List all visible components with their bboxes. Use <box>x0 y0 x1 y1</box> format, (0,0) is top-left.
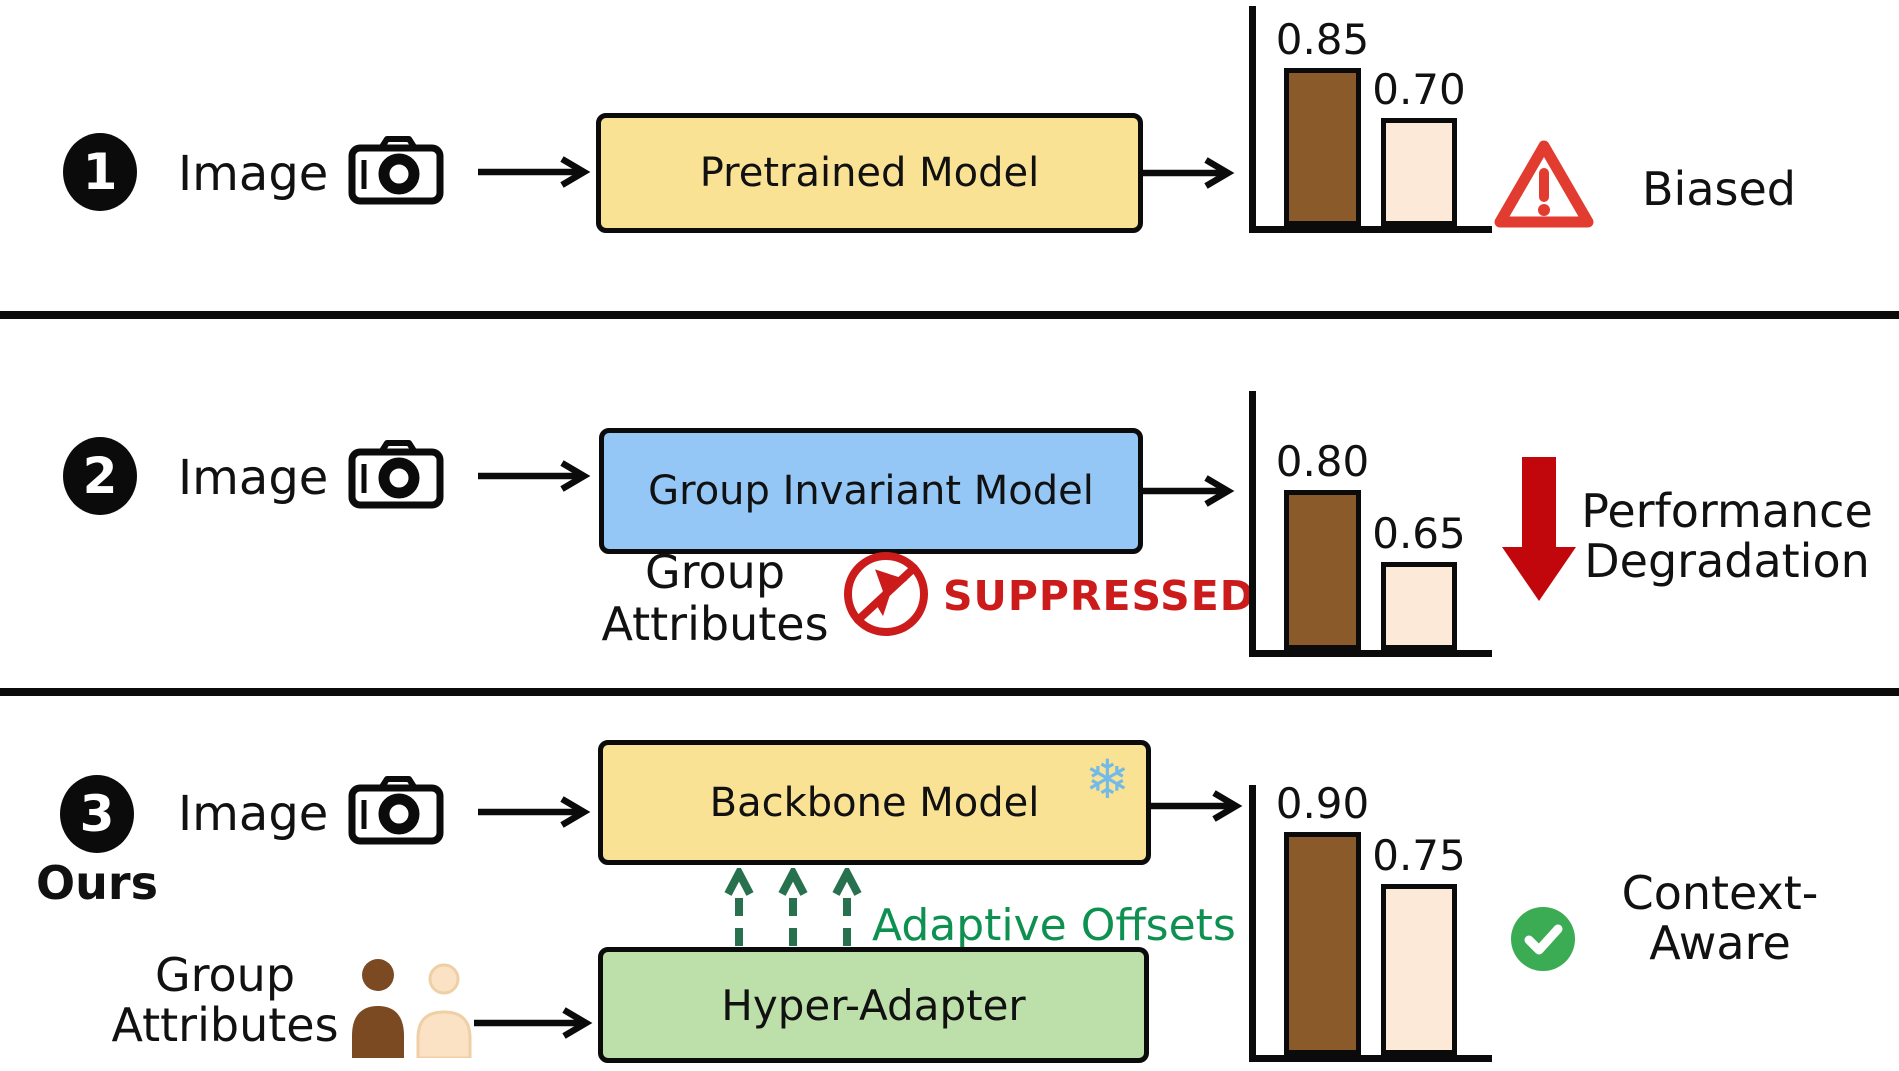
dashed-up-arrow-icon <box>832 868 862 948</box>
section-divider-1 <box>0 311 1899 319</box>
no-filter-icon <box>844 552 928 636</box>
bar-chart-1: 0.85 0.70 <box>1249 6 1492 233</box>
chart2-baseline <box>1249 650 1492 657</box>
chart1-value-dark: 0.85 <box>1275 15 1370 64</box>
hyper-adapter-label: Hyper-Adapter <box>721 980 1026 1030</box>
section-divider-2 <box>0 688 1899 696</box>
ours-label: Ours <box>36 856 158 910</box>
chart3-baseline <box>1249 1055 1492 1062</box>
chart3-value-light: 0.75 <box>1372 831 1466 880</box>
dashed-up-arrow-icon <box>724 868 754 948</box>
arrow-model-to-chart-2 <box>1140 475 1235 507</box>
arrow-image-to-model-3 <box>478 796 591 828</box>
group-invariant-model-label: Group Invariant Model <box>648 468 1094 514</box>
step-2-badge: 2 <box>63 437 137 515</box>
pretrained-model-label: Pretrained Model <box>699 150 1040 196</box>
chart1-value-light: 0.70 <box>1372 65 1466 114</box>
chart1-bar-dark <box>1284 68 1361 226</box>
arrow-image-to-model-2 <box>478 460 591 492</box>
suppressed-label: SUPPRESSED <box>943 572 1255 620</box>
row3-group-attributes-label: Group Attributes <box>111 948 339 1052</box>
chart2-value-light: 0.65 <box>1372 509 1466 558</box>
bar-chart-3: 0.90 0.75 <box>1249 779 1492 1062</box>
row3-status-label: Context- Aware <box>1621 866 1819 970</box>
step-3-number: 3 <box>79 785 115 843</box>
chart3-bar-dark <box>1284 832 1361 1055</box>
backbone-model-box: Backbone Model ❄ <box>598 740 1151 865</box>
row1-input-label: Image <box>178 146 329 202</box>
person-pair-icon <box>352 959 472 1058</box>
arrow-image-to-model-1 <box>478 156 591 188</box>
chart3-bar-light <box>1381 884 1457 1055</box>
check-circle-icon <box>1511 907 1575 971</box>
backbone-model-label: Backbone Model <box>709 779 1040 826</box>
chart1-baseline <box>1249 226 1492 233</box>
step-3-badge: 3 <box>60 775 134 853</box>
arrow-attributes-to-adapter <box>474 1007 593 1039</box>
warning-icon <box>1494 140 1594 228</box>
camera-icon <box>348 136 444 205</box>
dashed-up-arrow-icon <box>778 868 808 948</box>
camera-icon <box>348 440 444 509</box>
hyper-adapter-box: Hyper-Adapter <box>598 947 1149 1063</box>
chart3-value-dark: 0.90 <box>1275 779 1370 828</box>
performance-drop-arrow-icon <box>1502 457 1576 601</box>
arrow-model-to-chart-1 <box>1140 157 1235 189</box>
row3-input-label: Image <box>178 786 329 842</box>
group-invariant-model-box: Group Invariant Model <box>599 428 1143 554</box>
bar-chart-2: 0.80 0.65 <box>1249 391 1492 657</box>
row2-input-label: Image <box>178 450 329 506</box>
chart2-value-dark: 0.80 <box>1275 437 1370 486</box>
row1-status-label: Biased <box>1642 162 1796 216</box>
camera-icon <box>348 776 444 845</box>
snowflake-icon: ❄ <box>1084 748 1130 811</box>
arrow-model-to-chart-3 <box>1148 790 1243 822</box>
adaptive-offsets-label: Adaptive Offsets <box>872 900 1236 951</box>
pretrained-model-box: Pretrained Model <box>596 113 1143 233</box>
chart1-bar-light <box>1381 118 1457 226</box>
chart2-bar-dark <box>1284 490 1361 650</box>
step-2-number: 2 <box>82 447 118 505</box>
chart2-bar-light <box>1381 562 1457 650</box>
step-1-number: 1 <box>82 143 118 201</box>
row2-status-label: Performance Degradation <box>1581 484 1873 588</box>
step-1-badge: 1 <box>63 133 137 211</box>
row2-group-attributes-label: Group Attributes <box>601 545 829 651</box>
